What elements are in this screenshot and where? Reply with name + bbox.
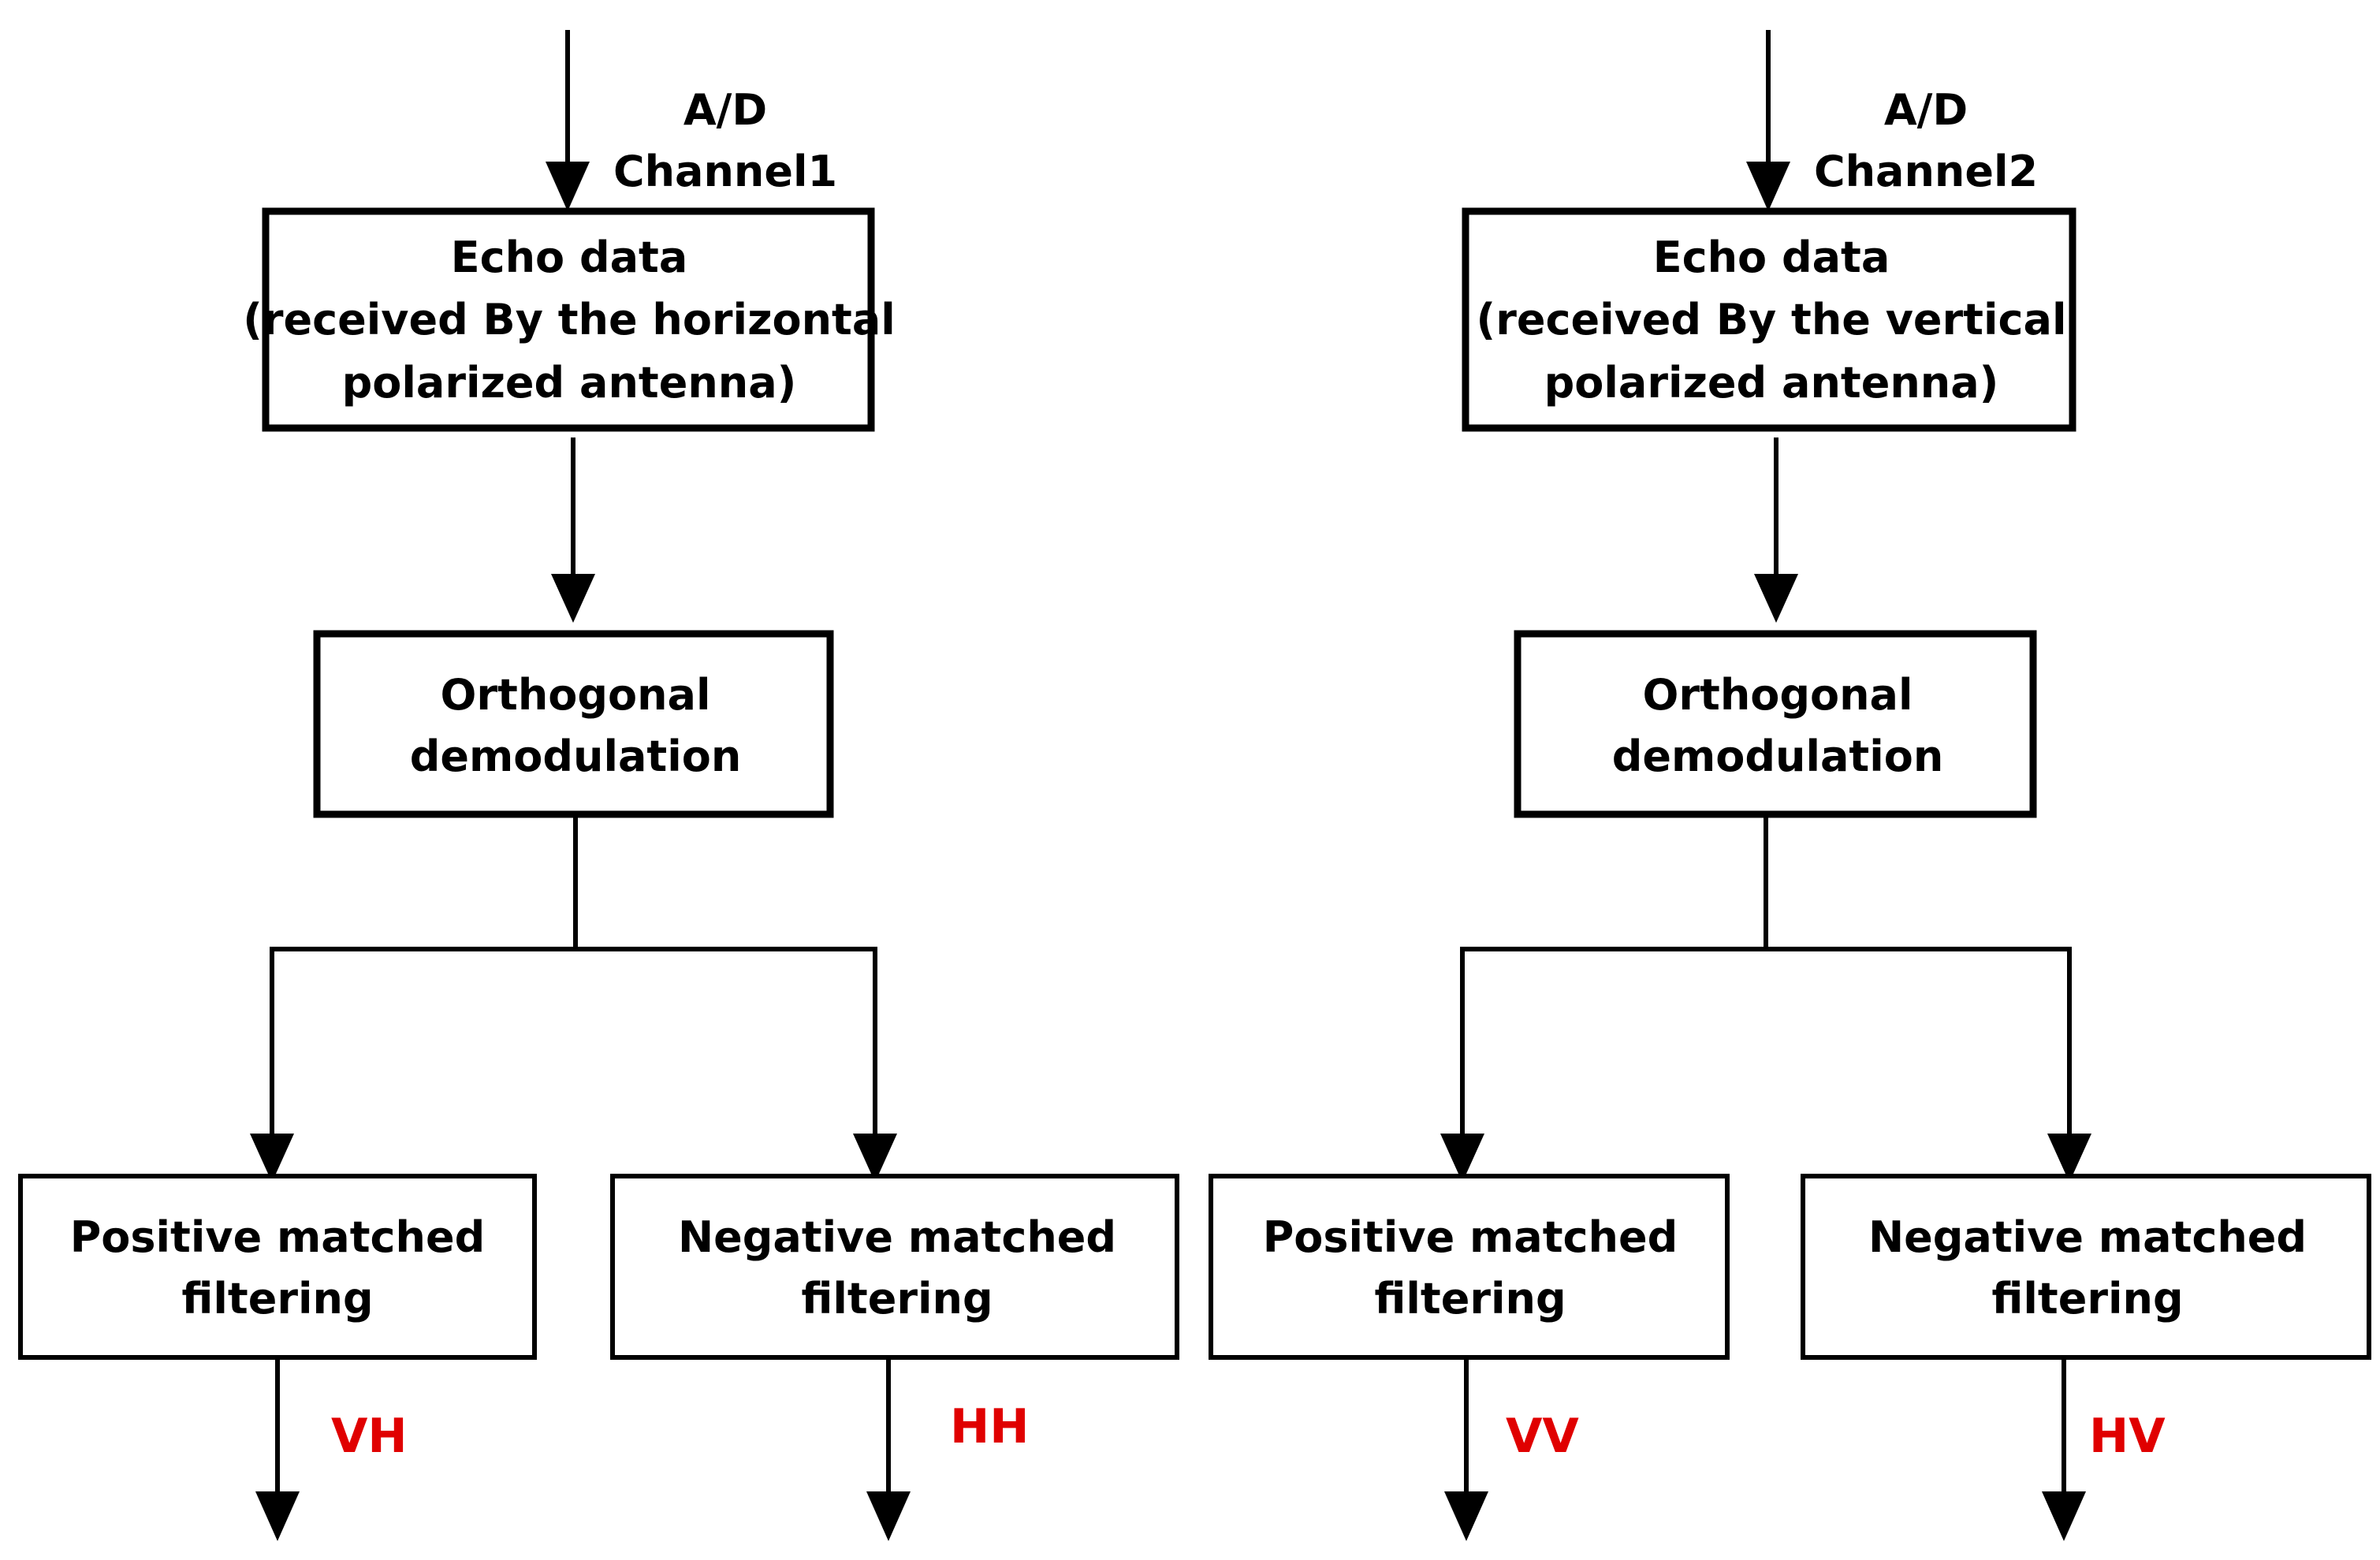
right-input-arrowhead xyxy=(1746,162,1790,211)
right-positive-output-label: VV xyxy=(1506,1409,1579,1464)
left-echo-line-1: Echo data xyxy=(451,233,688,282)
right-negative-filter-line-1: Negative matched xyxy=(1868,1212,2307,1262)
right-negative-output-arrowhead xyxy=(2042,1491,2086,1541)
left-chain: A/D Channel1 Echo data (received By the … xyxy=(18,30,1179,1541)
left-echo-to-demod-arrowhead xyxy=(551,574,595,623)
right-positive-arrowhead xyxy=(1440,1134,1484,1182)
right-positive-output-arrowhead xyxy=(1444,1491,1488,1541)
right-negative-filter-box xyxy=(1801,1174,2371,1360)
right-negative-output-label: HV xyxy=(2089,1409,2166,1464)
left-echo-data-box xyxy=(262,207,875,432)
right-input-ad-label: A/D xyxy=(1884,85,1968,135)
left-negative-filter-line-2: filtering xyxy=(801,1274,993,1324)
left-negative-output-label: HH xyxy=(950,1399,1029,1454)
left-positive-output-label: VH xyxy=(331,1409,408,1464)
left-negative-output-arrowhead xyxy=(866,1491,911,1541)
left-negative-arrowhead xyxy=(853,1134,897,1182)
right-echo-line-3: polarized antenna) xyxy=(1544,358,1999,408)
right-input-channel-label: Channel2 xyxy=(1814,147,2038,196)
right-demod-line-1: Orthogonal xyxy=(1642,670,1913,720)
left-positive-filter-line-2: filtering xyxy=(181,1274,373,1324)
left-positive-filter-line-1: Positive matched xyxy=(70,1212,486,1262)
right-demod-box xyxy=(1514,630,2037,818)
left-demod-line-1: Orthogonal xyxy=(440,670,710,720)
left-input-ad-label: A/D xyxy=(683,85,767,135)
left-input-arrowhead xyxy=(546,162,590,211)
right-echo-line-1: Echo data xyxy=(1653,233,1890,282)
left-echo-line-2: (received By the horizontal xyxy=(243,295,896,344)
right-negative-arrowhead xyxy=(2047,1134,2091,1182)
right-echo-to-demod-arrowhead xyxy=(1754,574,1798,623)
left-echo-line-3: polarized antenna) xyxy=(342,358,797,408)
right-positive-filter-line-2: filtering xyxy=(1374,1274,1566,1324)
right-demod-line-2: demodulation xyxy=(1612,732,1944,781)
left-branch-split xyxy=(270,947,877,1135)
left-positive-arrowhead xyxy=(250,1134,294,1182)
left-negative-filter-box xyxy=(610,1174,1179,1360)
left-positive-filter-box xyxy=(18,1174,537,1360)
left-input-channel-label: Channel1 xyxy=(613,147,837,196)
left-positive-output-arrowhead xyxy=(255,1491,300,1541)
right-positive-filter-box xyxy=(1209,1174,1730,1360)
right-echo-line-2: (received By the vertical xyxy=(1477,295,2067,344)
left-demod-line-2: demodulation xyxy=(410,732,742,781)
left-demod-box xyxy=(313,630,834,818)
right-branch-split xyxy=(1460,947,2072,1135)
right-echo-data-box xyxy=(1462,207,2076,432)
left-negative-filter-line-1: Negative matched xyxy=(678,1212,1116,1262)
right-chain: A/D Channel2 Echo data (received By the … xyxy=(1209,30,2371,1541)
right-positive-filter-line-1: Positive matched xyxy=(1263,1212,1678,1262)
right-negative-filter-line-2: filtering xyxy=(1991,1274,2183,1324)
